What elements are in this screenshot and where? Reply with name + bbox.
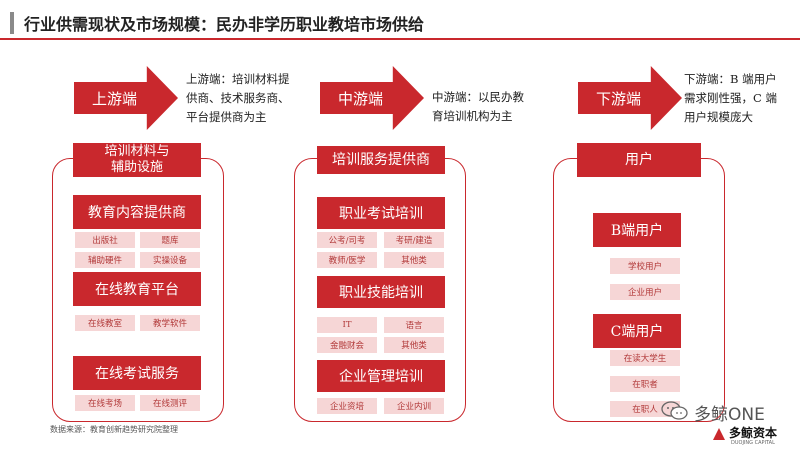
duojing-logo-icon xyxy=(712,426,726,440)
watermark-brand-en: DUOJING CAPITAL xyxy=(731,440,775,446)
upstream-description: 上游端：培训材料提 供商、技术服务商、 平台提供商为主 xyxy=(186,70,290,127)
source-footnote: 数据来源：教育创新趋势研究院整理 xyxy=(50,425,178,434)
section-online-education-platform: 在线教育平台 xyxy=(73,272,201,306)
item-teacher-medical: 教师/医学 xyxy=(317,252,377,268)
midstream-header: 培训服务提供商 xyxy=(317,146,445,174)
watermark-text: 多鲸ONE xyxy=(694,405,765,425)
item-other-skills: 其他类 xyxy=(384,337,444,353)
section-c-end-users: C端用户 xyxy=(593,314,681,348)
downstream-desc-line: 需求刚性强，C 端 xyxy=(684,91,777,105)
section-online-exam-service: 在线考试服务 xyxy=(73,356,201,390)
item-practical-equipment: 实操设备 xyxy=(140,252,200,268)
page-title: 行业供需现状及市场规模：民办非学历职业教培市场供给 xyxy=(24,15,425,34)
section-vocational-skills-training: 职业技能培训 xyxy=(317,276,445,308)
section-education-content: 教育内容提供商 xyxy=(73,195,201,229)
midstream-desc-line: 育培训机构为主 xyxy=(432,109,513,123)
upstream-header: 培训材料与 辅助设施 xyxy=(73,143,201,177)
section-enterprise-management-training: 企业管理培训 xyxy=(317,360,445,392)
item-enterprise-internal-training: 企业内训 xyxy=(384,398,444,414)
item-finance-accounting: 金融财会 xyxy=(317,337,377,353)
item-college-students: 在读大学生 xyxy=(610,350,680,366)
item-online-exam-room: 在线考场 xyxy=(75,395,135,411)
item-online-assessment: 在线测评 xyxy=(140,395,200,411)
upstream-arrow: 上游端 xyxy=(74,66,178,130)
item-job-seekers: 在职者 xyxy=(610,376,680,392)
item-online-classroom: 在线教室 xyxy=(75,315,135,331)
item-school-users: 学校用户 xyxy=(610,258,680,274)
midstream-desc-line: 中游端：以民办教 xyxy=(432,90,524,104)
upstream-desc-line: 上游端：培训材料提 xyxy=(186,72,290,86)
item-language: 语言 xyxy=(384,317,444,333)
downstream-arrow: 下游端 xyxy=(578,66,682,130)
section-b-end-users: B端用户 xyxy=(593,213,681,247)
item-enterprise-training-a: 企业资培 xyxy=(317,398,377,414)
downstream-description: 下游端：B 端用户 需求刚性强，C 端 用户规模庞大 xyxy=(684,70,777,127)
item-postgrad-construction: 考研/建造 xyxy=(384,232,444,248)
item-other-exam: 其他类 xyxy=(384,252,444,268)
midstream-arrow-label: 中游端 xyxy=(338,89,384,108)
upstream-header-line: 培训材料与 xyxy=(104,144,170,159)
item-it: IT xyxy=(317,317,377,333)
downstream-arrow-label: 下游端 xyxy=(596,89,642,108)
upstream-desc-line: 供商、技术服务商、 xyxy=(186,91,290,105)
section-vocational-exam-training: 职业考试培训 xyxy=(317,197,445,229)
item-aux-hardware: 辅助硬件 xyxy=(75,252,135,268)
midstream-description: 中游端：以民办教 育培训机构为主 xyxy=(432,88,524,126)
item-publisher: 出版社 xyxy=(75,232,135,248)
watermark-brand: 多鲸资本 xyxy=(729,426,778,440)
item-enterprise-users: 企业用户 xyxy=(610,284,680,300)
item-question-bank: 题库 xyxy=(140,232,200,248)
downstream-header: 用户 xyxy=(577,143,701,177)
item-civil-judicial-exam: 公考/司考 xyxy=(317,232,377,248)
upstream-arrow-label: 上游端 xyxy=(92,89,138,108)
title-accent-bar xyxy=(10,12,14,34)
downstream-desc-line: 用户规模庞大 xyxy=(684,110,753,124)
item-teaching-software: 教学软件 xyxy=(140,315,200,331)
downstream-desc-line: 下游端：B 端用户 xyxy=(684,72,777,86)
midstream-arrow: 中游端 xyxy=(320,66,424,130)
item-employed-people: 在职人 xyxy=(610,401,680,417)
title-underline xyxy=(0,38,800,40)
wechat-icon xyxy=(660,400,690,422)
upstream-header-line: 辅助设施 xyxy=(110,160,163,175)
upstream-desc-line: 平台提供商为主 xyxy=(186,110,267,124)
